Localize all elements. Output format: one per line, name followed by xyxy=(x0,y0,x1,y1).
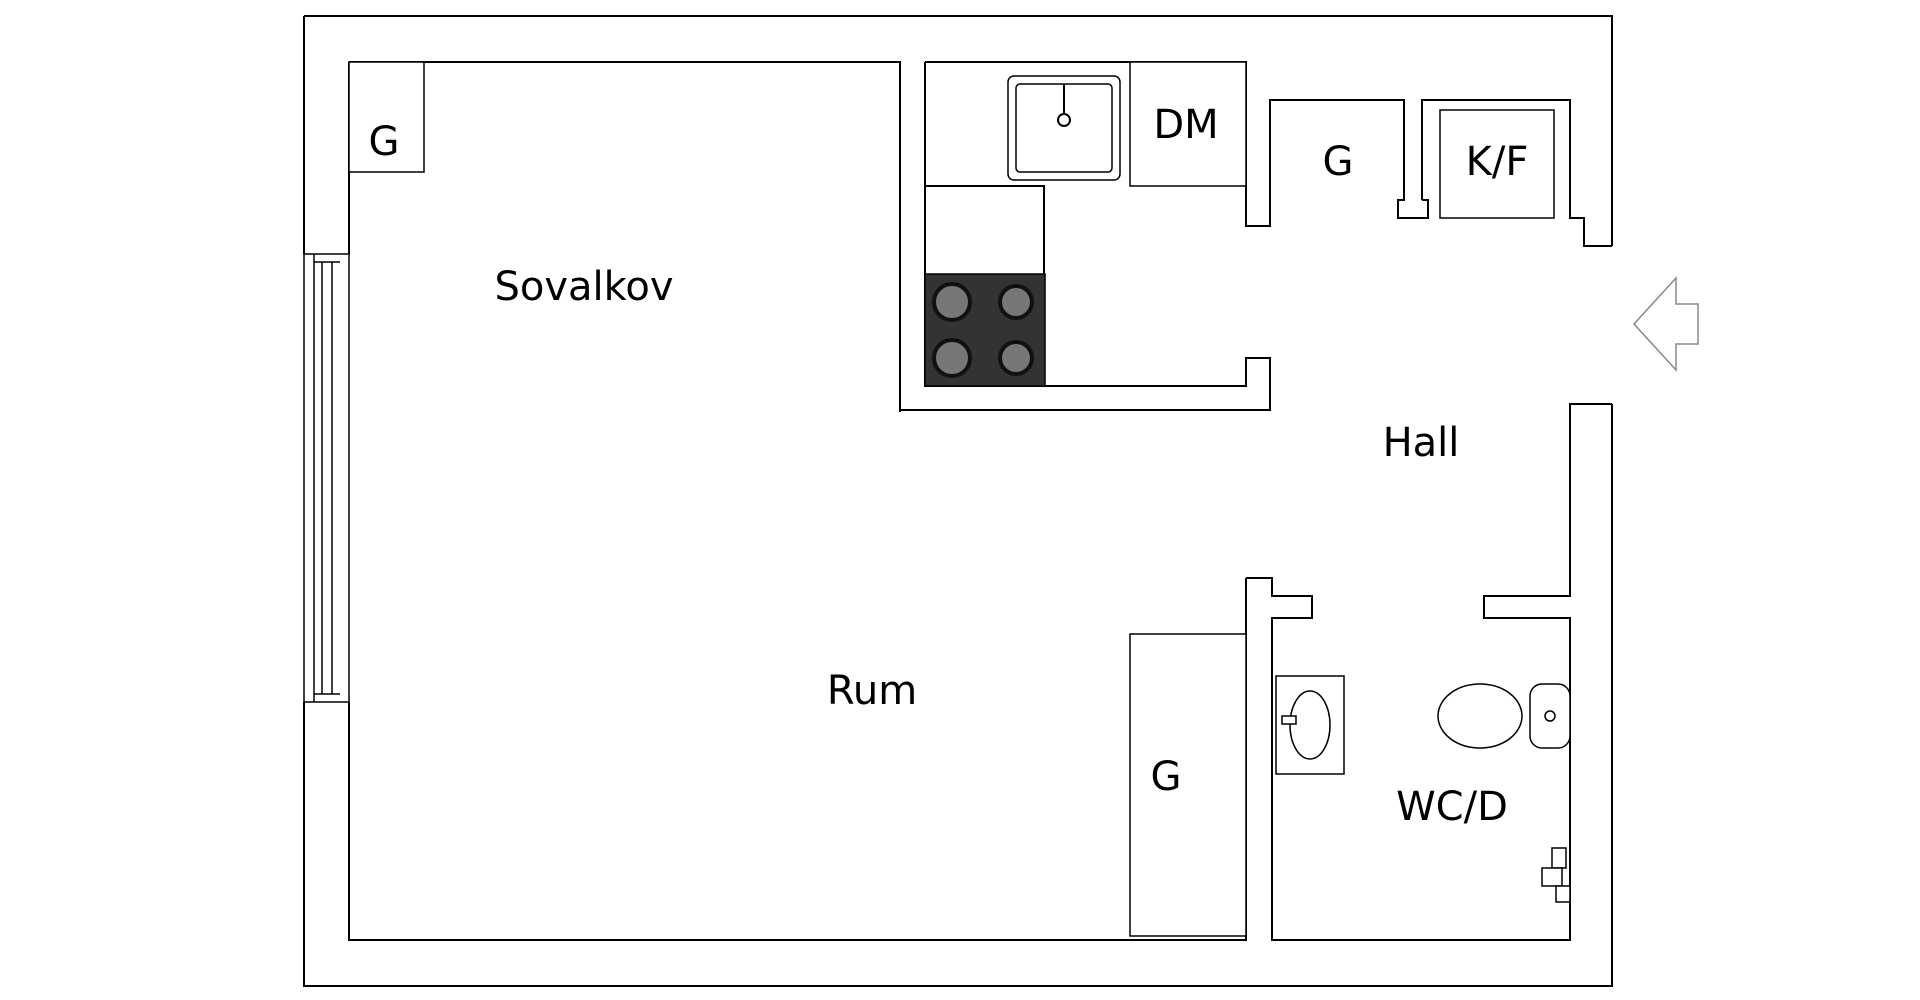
dishwasher: DM xyxy=(1129,61,1247,187)
dishwasher-label: DM xyxy=(1153,102,1218,148)
room-label-rum: Rum xyxy=(827,668,917,714)
closet-room: G xyxy=(1129,633,1247,937)
toilet-icon xyxy=(1437,683,1571,749)
window-icon xyxy=(303,253,350,703)
room-label-sovalkov: Sovalkov xyxy=(494,264,673,310)
room-label-wc: WC/D xyxy=(1396,784,1508,830)
bathroom-sink-icon xyxy=(1275,675,1345,775)
closet-hall-label: G xyxy=(1323,139,1354,185)
room-label-hall: Hall xyxy=(1383,420,1460,466)
closet-room-label: G xyxy=(1151,754,1182,800)
stove-icon xyxy=(924,273,1046,387)
closet-bedroom: G xyxy=(348,61,425,173)
closet-hall: G xyxy=(1323,139,1354,185)
entrance-arrow-icon xyxy=(1632,276,1699,372)
kitchen-sink-icon xyxy=(1007,75,1121,181)
shower-icon xyxy=(1541,847,1571,903)
fridge-freezer-label: K/F xyxy=(1466,139,1529,185)
closet-bedroom-label: G xyxy=(369,119,400,165)
outer-walls xyxy=(303,15,1613,987)
fridge-freezer: K/F xyxy=(1439,109,1555,219)
